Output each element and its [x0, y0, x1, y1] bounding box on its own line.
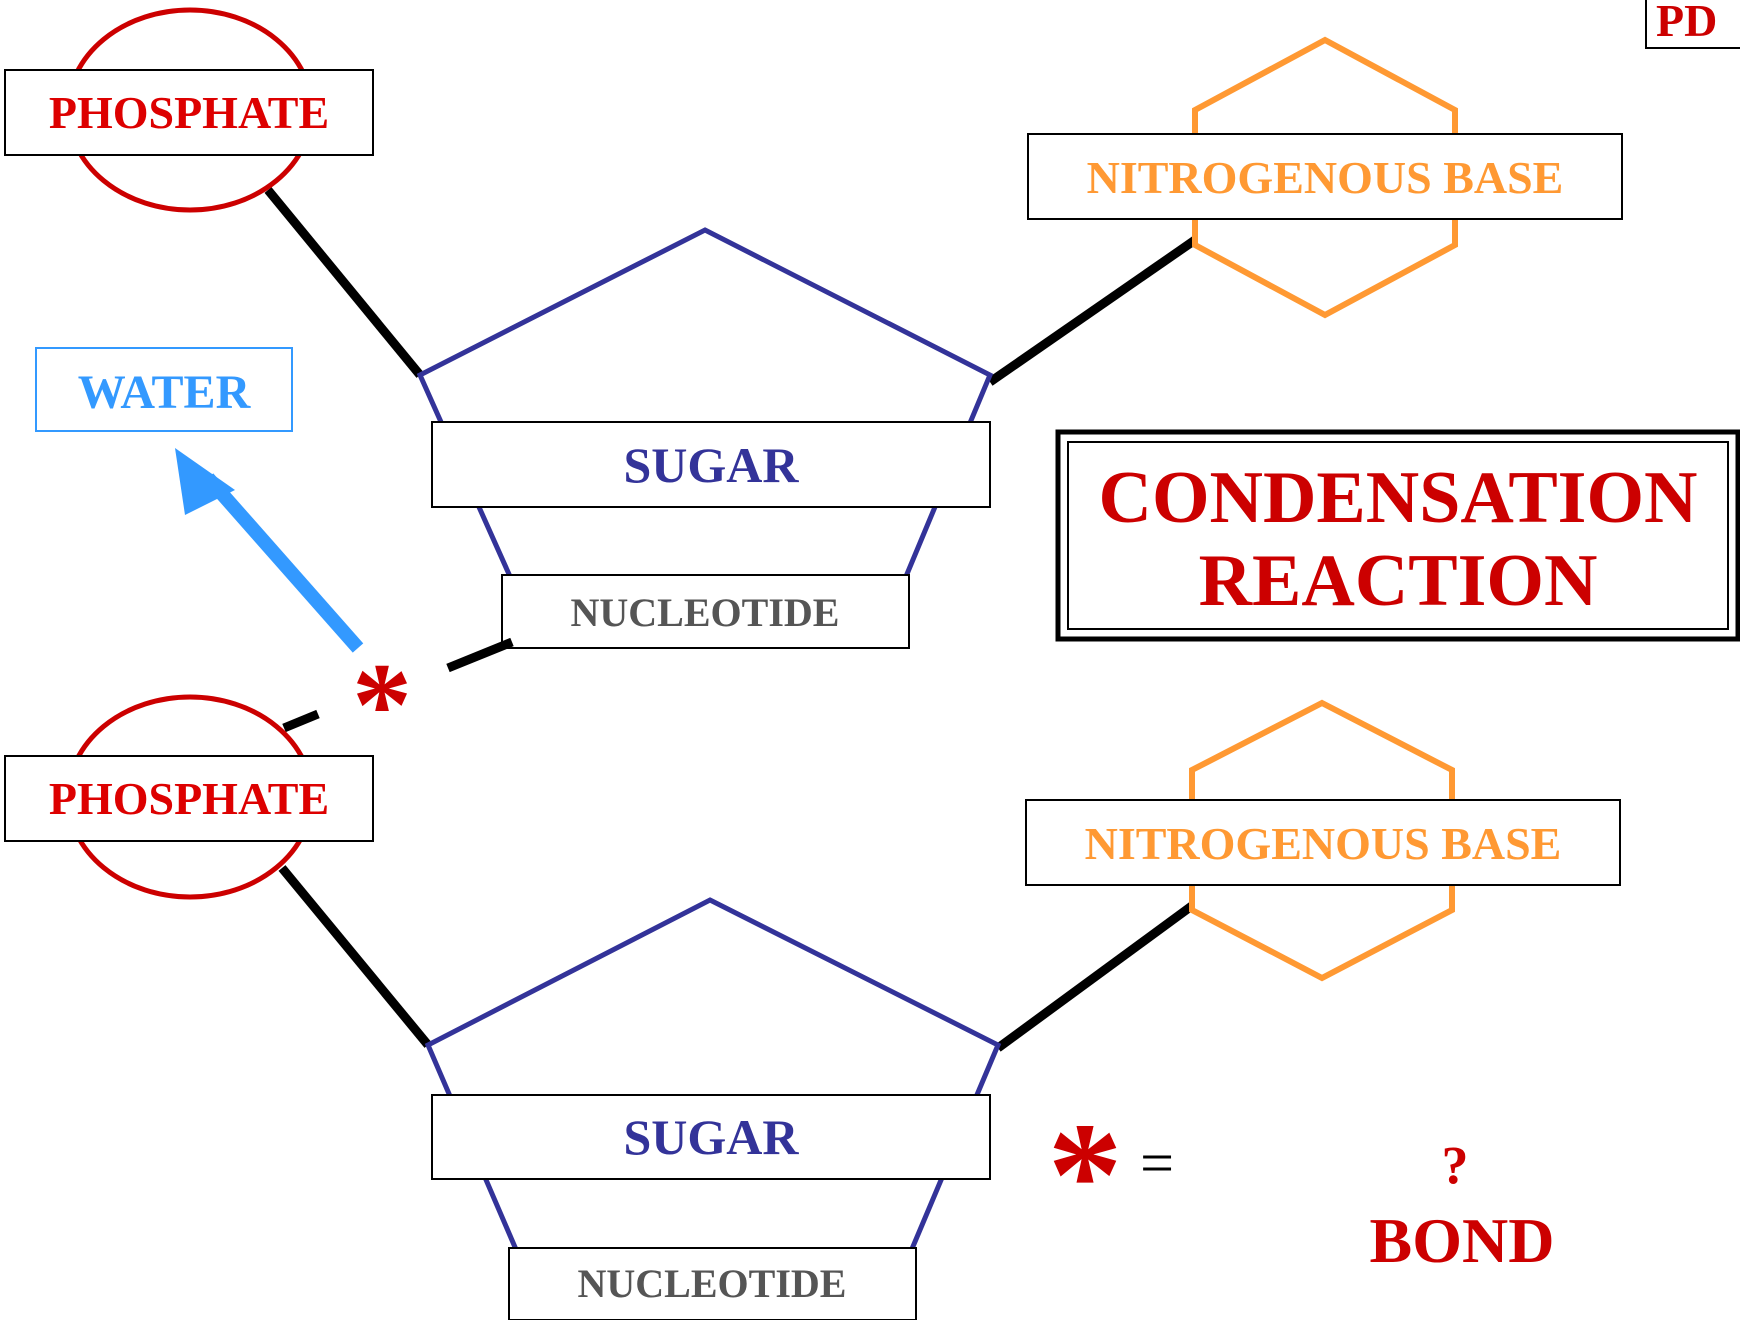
sugar-pentagon-1 [416, 227, 994, 613]
legend-marker: * [1048, 1092, 1123, 1258]
phosphate-sugar-bond-1 [264, 187, 424, 378]
title-line-1: CONDENSATION [1099, 457, 1698, 539]
bond-legend: * = ? BOND [1048, 1092, 1555, 1276]
water-arrow-head [175, 448, 235, 515]
legend-unknown: ? [1442, 1135, 1469, 1195]
nucleotide-box-2 [508, 1247, 917, 1320]
corner-tag: PD [1645, 0, 1740, 49]
legend-equals: = [1140, 1130, 1174, 1196]
sugar-label-2: SUGAR [623, 1109, 799, 1165]
corner-tag-text: PD [1656, 0, 1717, 46]
base-box-2 [1025, 799, 1621, 886]
sugar-pentagon-2 [424, 897, 1002, 1285]
phosphate-label-2: PHOSPHATE [49, 773, 329, 824]
nucleotide-2: PHOSPHATE NITROGENOUS BASE SUGAR NUCLEOT… [4, 694, 1621, 1320]
bond-marker: * [352, 638, 412, 771]
nucleotide-1: PHOSPHATE NITROGENOUS BASE SUGAR NUCLEOT… [4, 7, 1623, 649]
title-block: CONDENSATION REACTION [1055, 429, 1740, 642]
sugar-base-bond-1 [987, 236, 1198, 386]
legend-term: BOND [1370, 1205, 1555, 1276]
base-label-2: NITROGENOUS BASE [1085, 818, 1562, 869]
phosphate-label-1: PHOSPHATE [49, 87, 329, 138]
phosphate-sugar-bond-2 [278, 865, 432, 1048]
title-line-2: REACTION [1199, 540, 1598, 622]
title-frame-inner [1067, 441, 1729, 630]
sugar-base-bond-2 [995, 901, 1196, 1052]
base-label-1: NITROGENOUS BASE [1087, 152, 1564, 203]
phosphodiester-bond: * [282, 637, 514, 771]
sugar-label-1: SUGAR [623, 437, 799, 493]
water-box [35, 347, 293, 432]
water-arrow-shaft [202, 473, 364, 653]
water-release: WATER [35, 347, 364, 653]
water-label: WATER [78, 366, 252, 419]
base-box-1 [1027, 133, 1623, 220]
bond-line-right [446, 637, 514, 673]
sugar-box-2 [431, 1094, 991, 1180]
nucleotide-label-1: NUCLEOTIDE [571, 590, 840, 635]
phosphate-box-2 [4, 755, 374, 842]
nucleotide-box-1 [501, 574, 910, 649]
nucleotide-label-2: NUCLEOTIDE [578, 1261, 847, 1306]
bond-line-left [282, 709, 320, 733]
title-frame-outer [1055, 429, 1740, 642]
phosphate-box-1 [4, 69, 374, 156]
sugar-box-1 [431, 421, 991, 508]
